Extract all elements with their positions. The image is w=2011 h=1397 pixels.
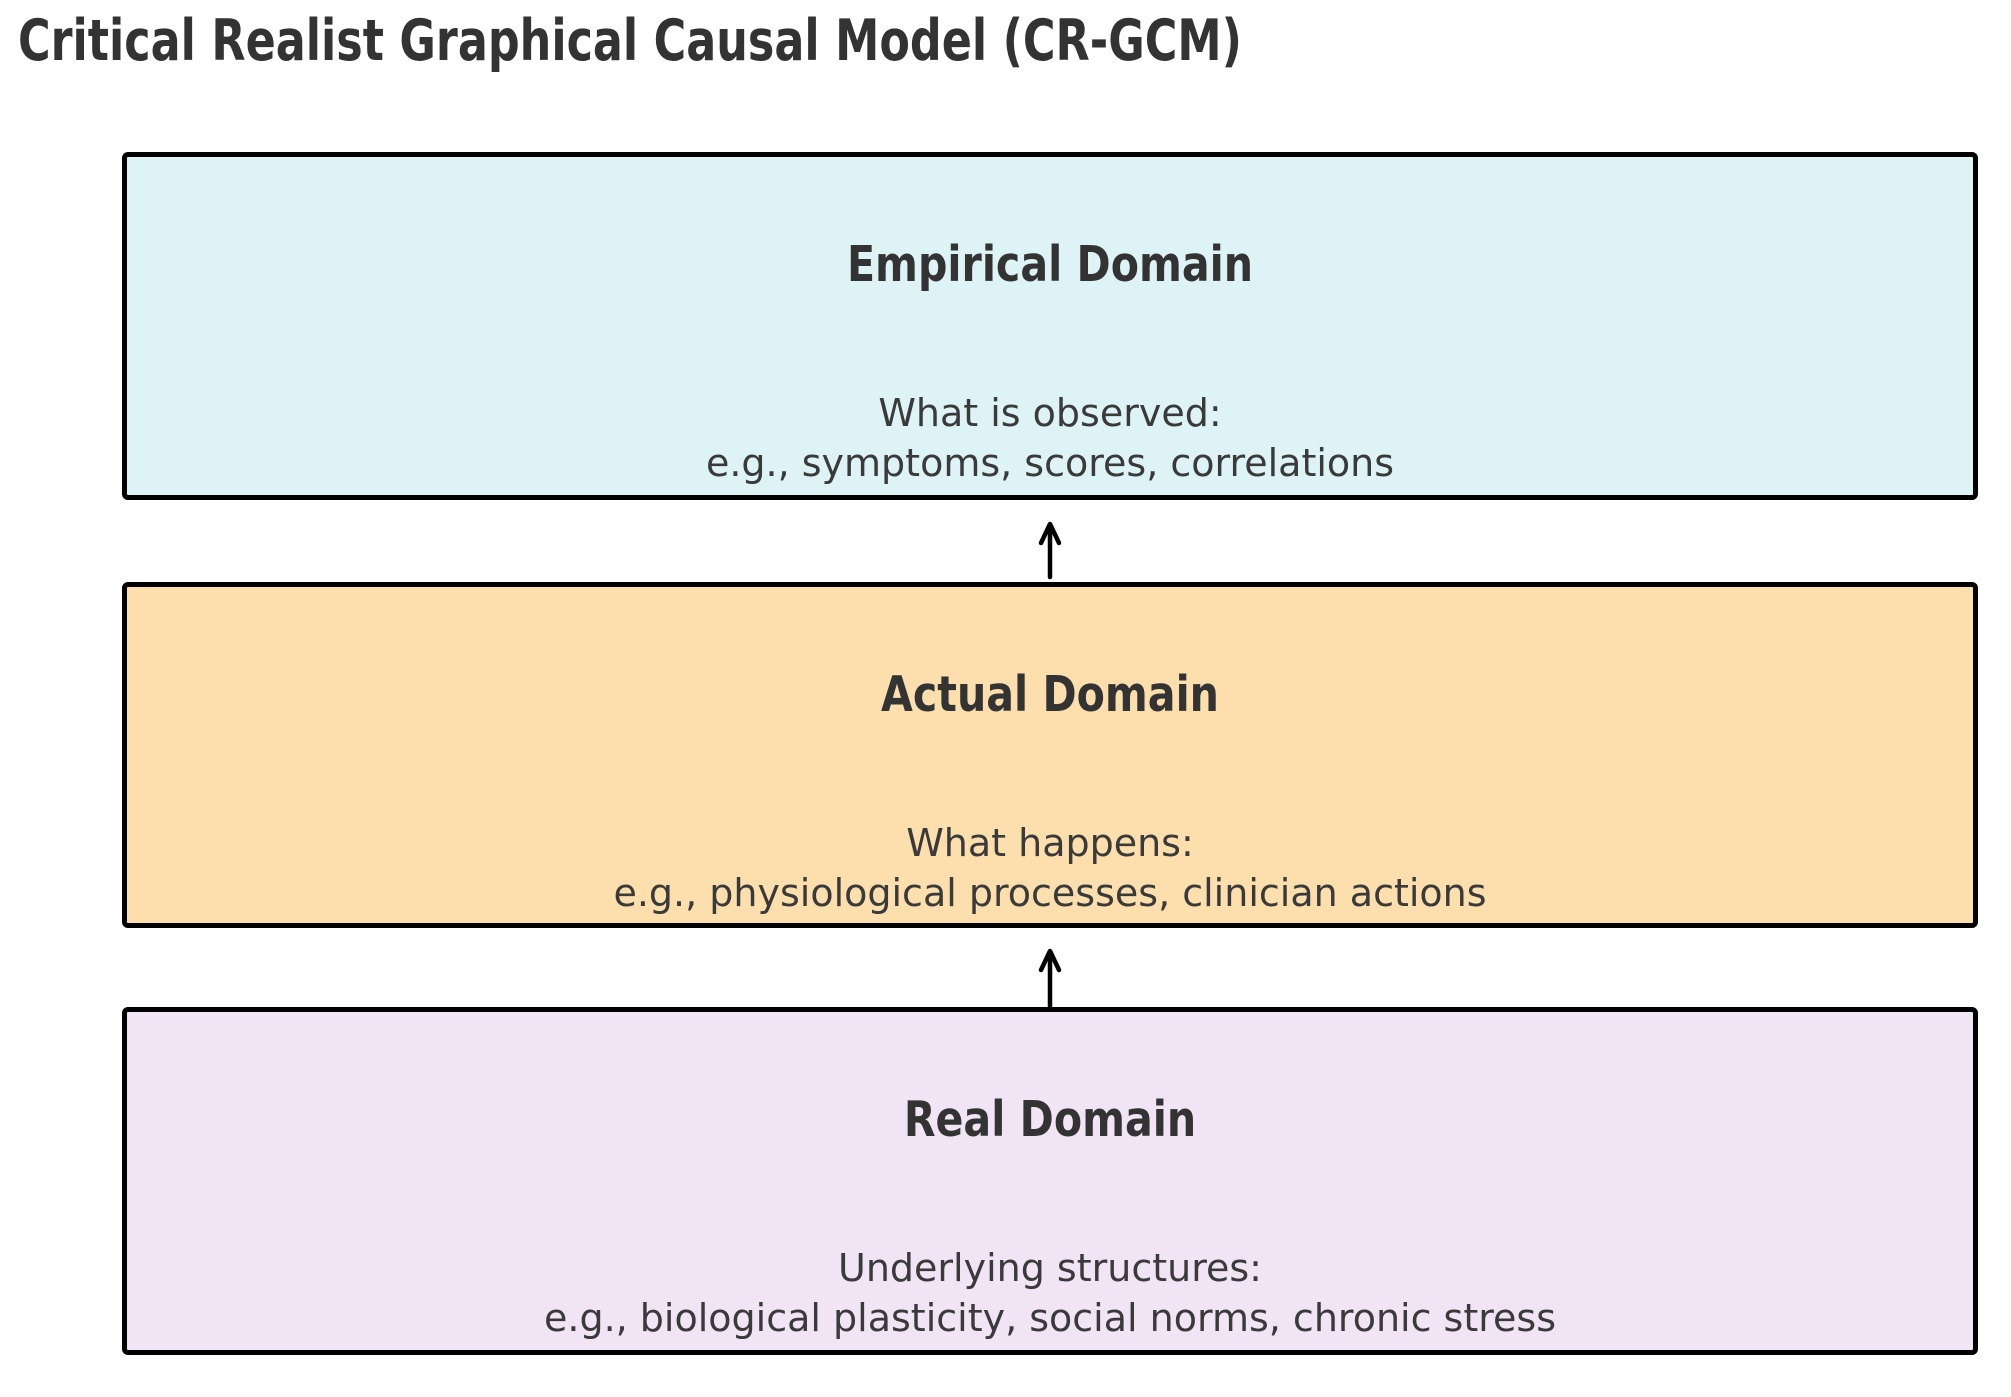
actual-domain-description-line1: What happens:	[906, 821, 1194, 865]
actual-domain-description-line2: e.g., physiological processes, clinician…	[613, 871, 1487, 915]
real-domain-description-line2: e.g., biological plasticity, social norm…	[543, 1296, 1557, 1340]
real-domain-heading: Real Domain	[903, 1091, 1197, 1148]
real-domain-description: Underlying structures: e.g., biological …	[127, 1243, 1973, 1343]
actual-domain-description: What happens: e.g., physiological proces…	[127, 818, 1973, 918]
empirical-domain-description-line2: e.g., symptoms, scores, correlations	[705, 441, 1395, 485]
empirical-domain-description-line1: What is observed:	[878, 391, 1222, 435]
diagram-title: Critical Realist Graphical Causal Model …	[18, 8, 1242, 74]
empirical-domain-box: Empirical Domain What is observed: e.g.,…	[122, 152, 1978, 500]
actual-domain-heading: Actual Domain	[881, 666, 1219, 723]
empirical-domain-description: What is observed: e.g., symptoms, scores…	[127, 388, 1973, 488]
empirical-domain-heading: Empirical Domain	[846, 236, 1254, 293]
real-domain-box: Real Domain Underlying structures: e.g.,…	[122, 1007, 1978, 1355]
actual-domain-box: Actual Domain What happens: e.g., physio…	[122, 582, 1978, 928]
real-domain-description-line1: Underlying structures:	[838, 1246, 1262, 1290]
arrow-actual-to-empirical-icon	[1032, 518, 1068, 582]
